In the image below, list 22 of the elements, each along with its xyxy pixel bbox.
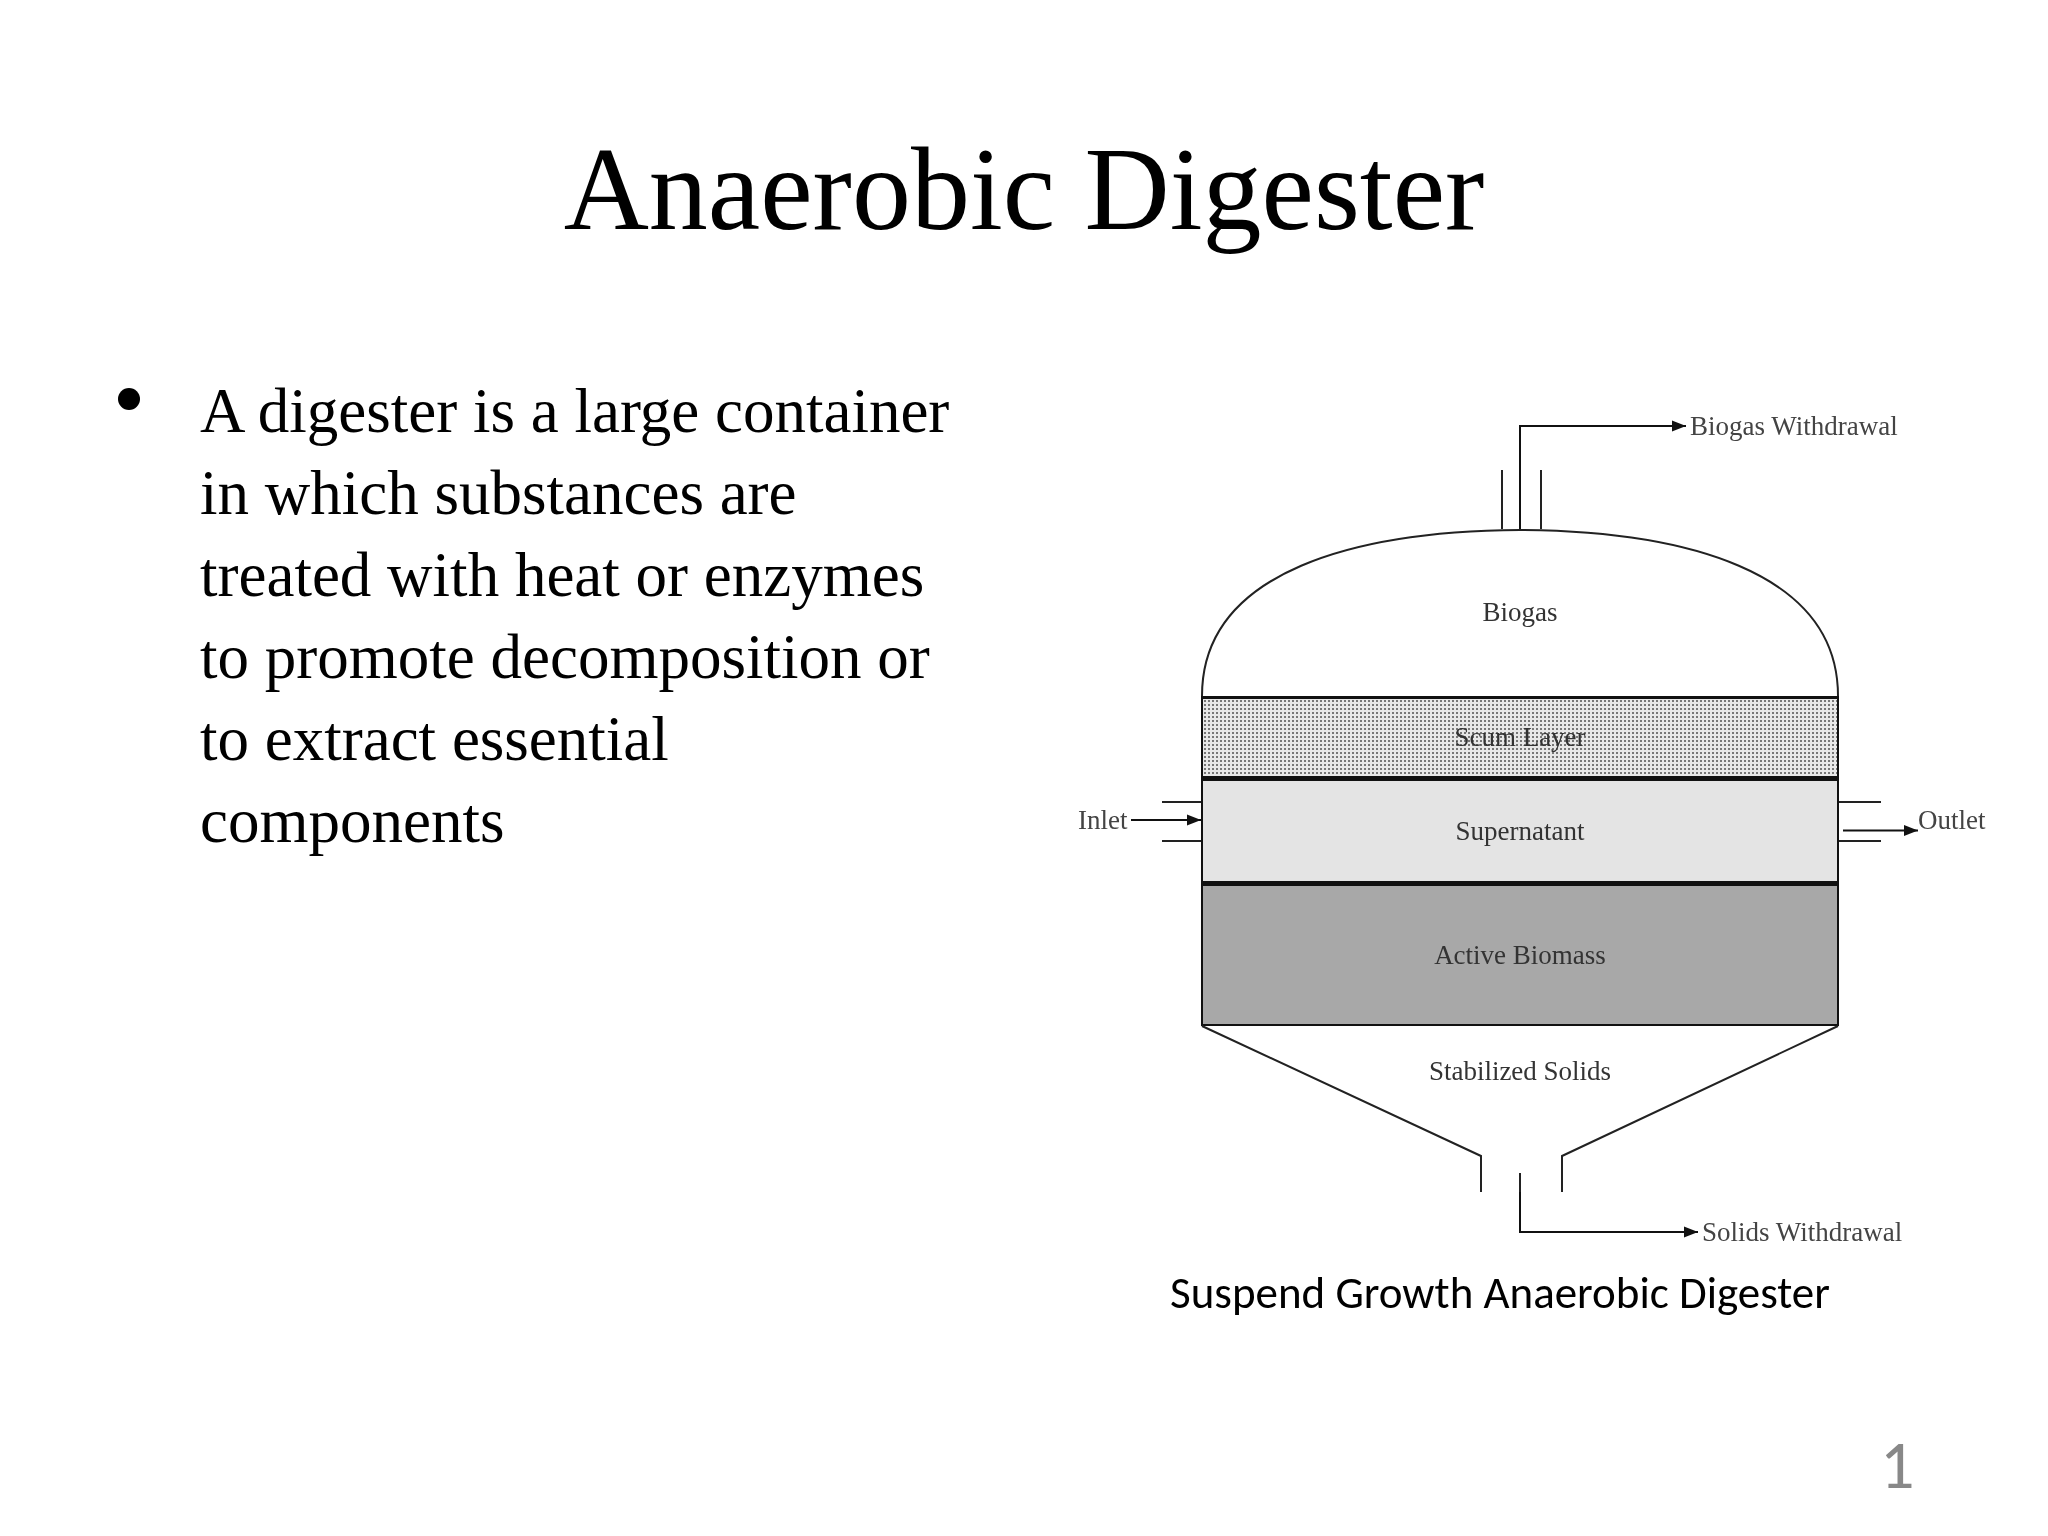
flow-label: Biogas Withdrawal bbox=[1690, 410, 1898, 442]
layer-label: Stabilized Solids bbox=[1428, 1056, 1612, 1087]
arrow bbox=[1519, 420, 1687, 530]
layer-label: Biogas bbox=[1482, 597, 1558, 628]
flow-label: Outlet bbox=[1918, 804, 1986, 836]
flow-label: Solids Withdrawal bbox=[1702, 1216, 1903, 1248]
layer-label: Scum Layer bbox=[1454, 722, 1586, 753]
cone-bottom bbox=[1201, 1026, 1839, 1192]
layer-label: Active Biomass bbox=[1434, 939, 1606, 971]
flow-label: Inlet bbox=[1078, 804, 1128, 836]
supernatant-band bbox=[1201, 778, 1839, 883]
bullet-text: A digester is a large container in which substances are treated with heat or enzymes to promote decomposition or to extract essential components bbox=[200, 375, 951, 858]
dome-region bbox=[1201, 529, 1839, 696]
figure-caption: Suspend Growth Anaerobic Digester bbox=[1170, 1265, 1830, 1321]
slide-title: Anaerobic Digester bbox=[562, 125, 1486, 255]
arrow bbox=[1842, 824, 1919, 837]
arrow bbox=[1519, 1191, 1699, 1238]
biomass-band bbox=[1201, 883, 1839, 1026]
scum-layer-band bbox=[1201, 696, 1839, 778]
page-number: 1 bbox=[1880, 1425, 1915, 1505]
layer-label: Supernatant bbox=[1455, 815, 1585, 847]
arrow bbox=[1130, 814, 1202, 826]
